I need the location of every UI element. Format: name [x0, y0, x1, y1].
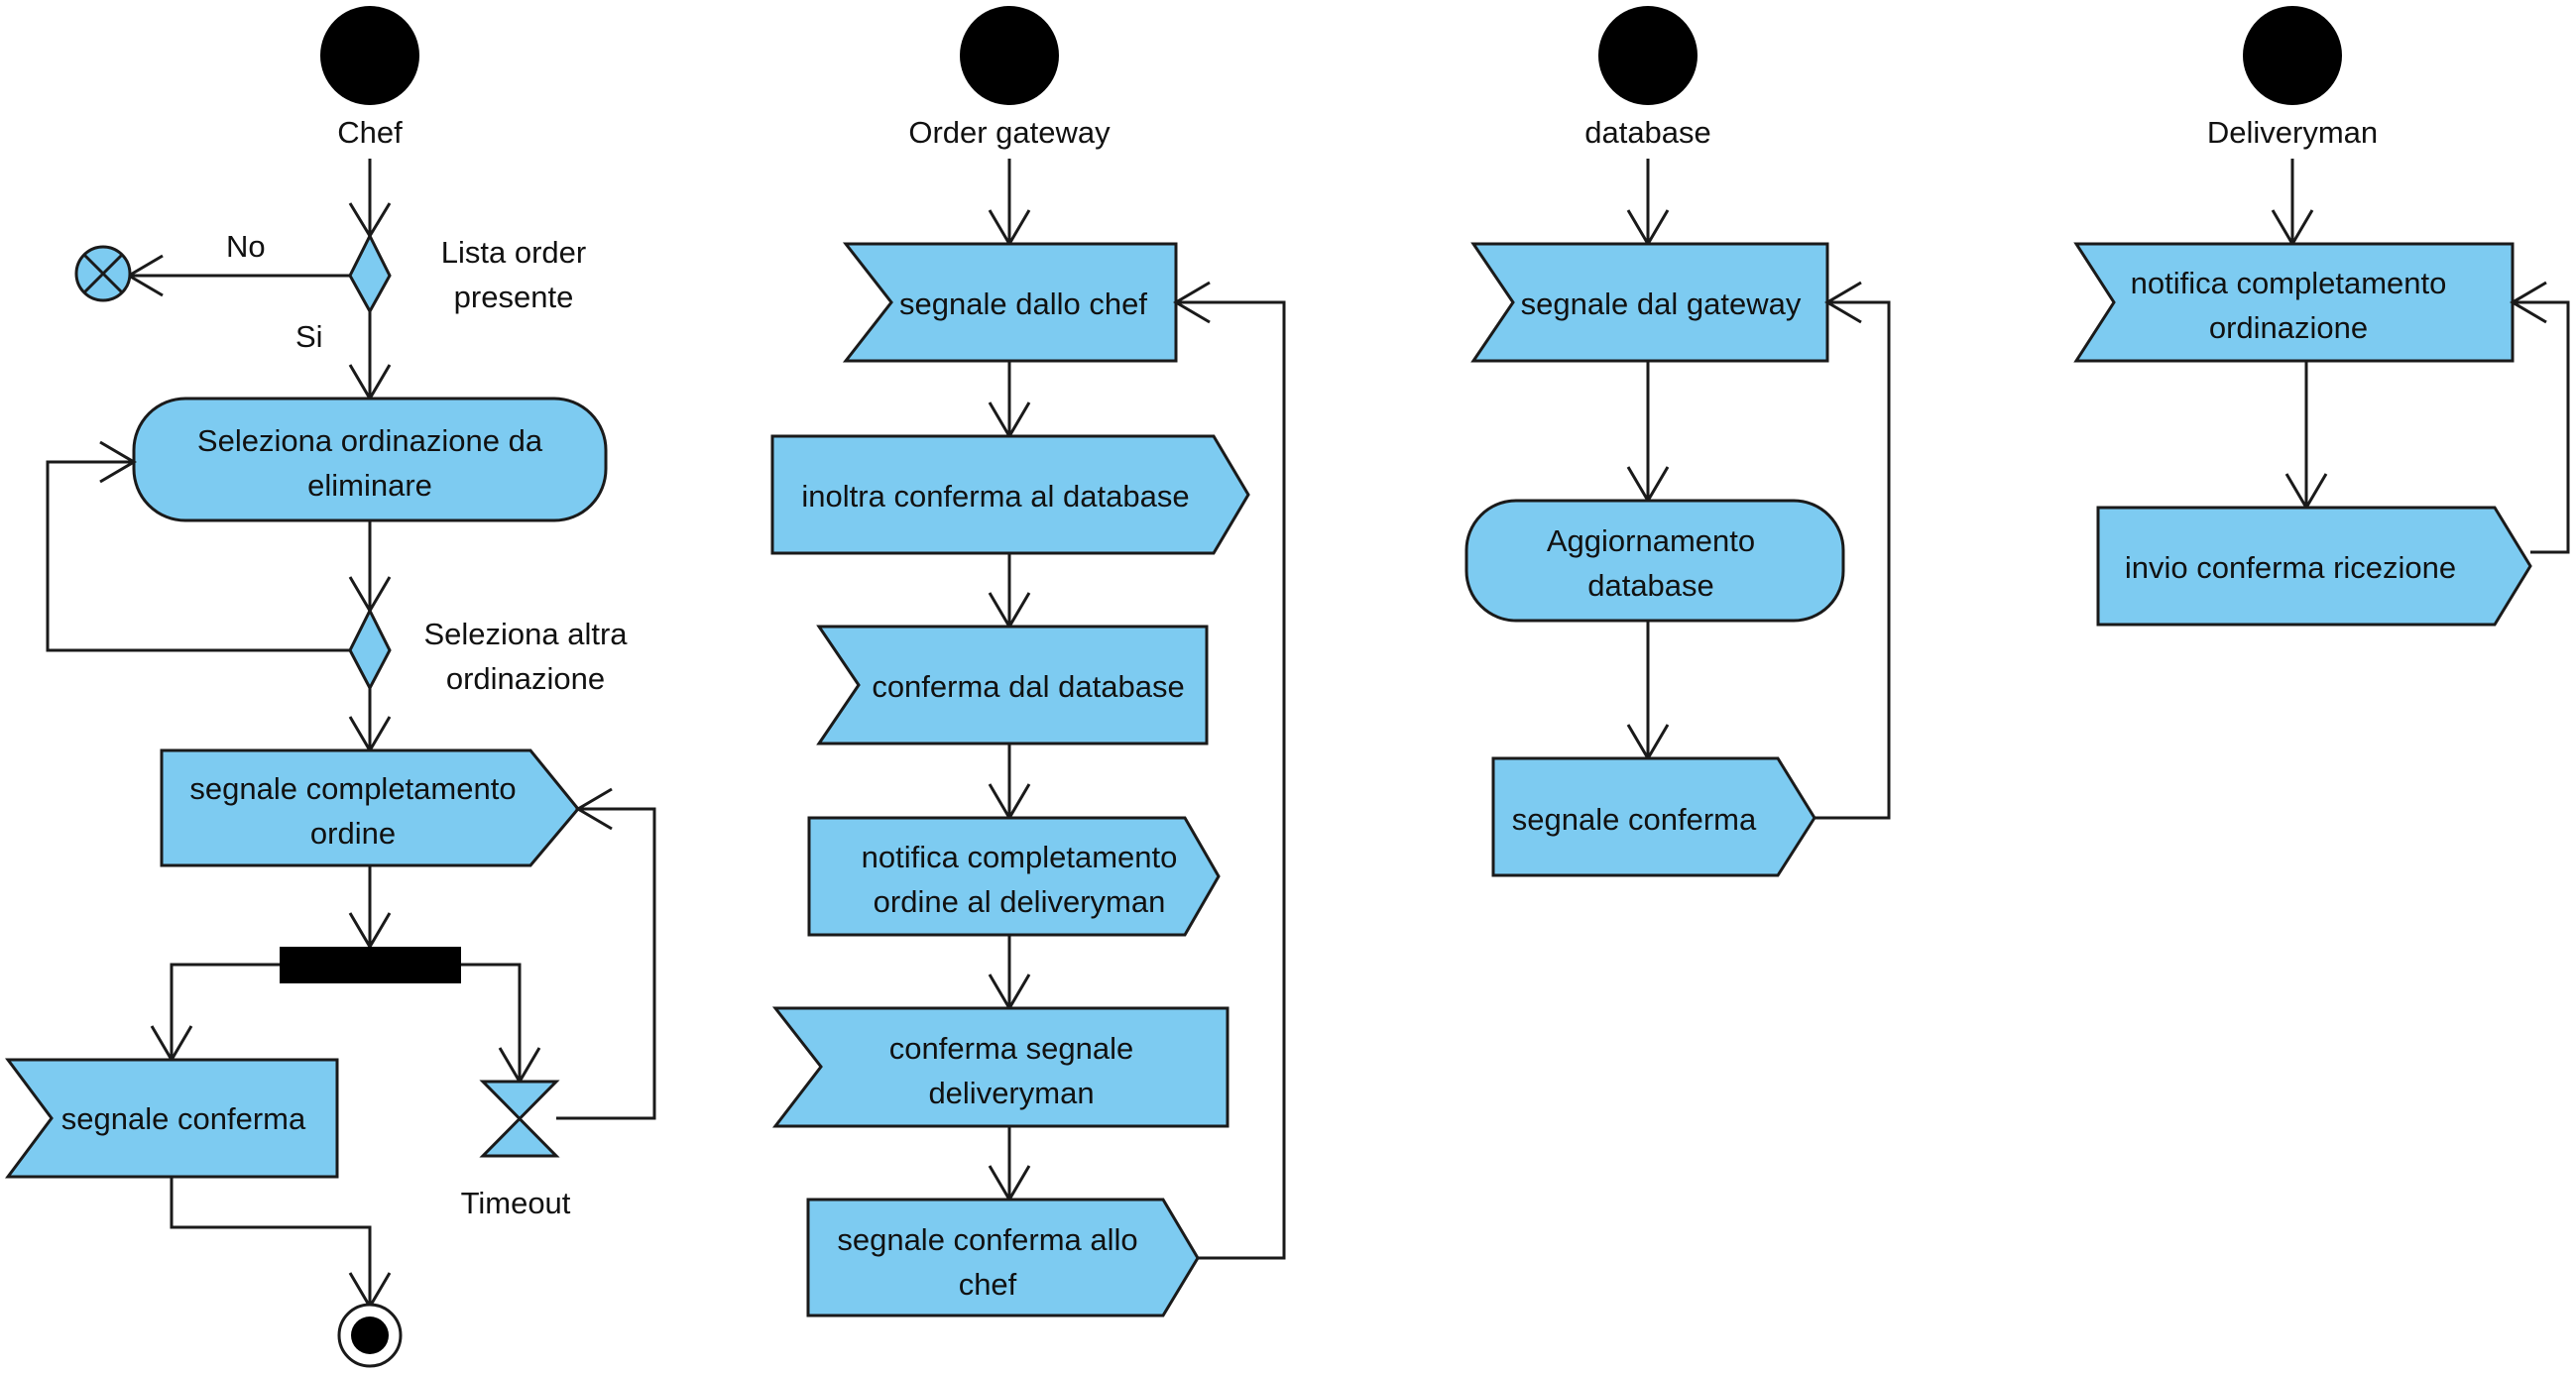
gateway-send-confirm-line2: chef	[959, 1267, 1017, 1302]
gateway-signal-delivery-confirm	[771, 1006, 1229, 1128]
gateway-send-notify-delivery	[807, 816, 1221, 937]
deliveryman-signal-notify-line2: ordinazione	[2209, 310, 2368, 345]
database-flow-loop	[1815, 300, 1891, 820]
chef-loop-guard-line1: Seleziona altra	[423, 617, 628, 651]
lane-database: database segnale dal gateway Aggiornamen…	[1464, 6, 1891, 877]
lane-chef: Chef Lista order presente No Si Selezion…	[5, 6, 656, 1368]
chef-arrow-timeout-loop	[575, 787, 613, 831]
chef-decision-order-present	[348, 232, 392, 315]
gateway-signal-delivery-line1: conferma segnale	[889, 1031, 1133, 1066]
chef-lane-title: Chef	[337, 115, 403, 150]
gateway-send-confirm-line1: segnale conferma allo	[837, 1222, 1137, 1257]
database-send-confirm	[1491, 756, 1816, 877]
gateway-signal-db-confirm-label: conferma dal database	[872, 669, 1184, 704]
gateway-send-forward-confirm	[770, 434, 1250, 555]
database-signal-from-gateway-label: segnale dal gateway	[1521, 286, 1802, 321]
chef-fork-bar	[280, 947, 461, 983]
deliveryman-send-confirm	[2096, 506, 2532, 627]
chef-initial-node	[320, 6, 419, 105]
database-signal-from-gateway	[1470, 242, 1829, 363]
gateway-arrow-loop	[1173, 281, 1211, 324]
gateway-lane-title: Order gateway	[908, 115, 1111, 150]
deliveryman-signal-notify-line1: notifica completamento	[2131, 266, 2447, 300]
chef-timeout-label: Timeout	[461, 1186, 571, 1220]
gateway-flow-loop	[1176, 300, 1286, 1260]
deliveryman-initial-node	[2243, 6, 2342, 105]
gateway-send-notify-line1: notifica completamento	[862, 840, 1178, 874]
database-lane-title: database	[1584, 115, 1711, 150]
gateway-signal-delivery-line2: deliveryman	[928, 1076, 1094, 1110]
chef-signal-confirm-label: segnale conferma	[61, 1101, 306, 1136]
chef-action-select-line1: Seleziona ordinazione da	[197, 423, 543, 458]
lane-deliveryman: Deliveryman notifica completamento ordin…	[2073, 6, 2570, 627]
gateway-send-confirm-to-chef	[806, 1198, 1200, 1317]
database-action-update-line2: database	[1587, 568, 1714, 603]
deliveryman-arrow-loop	[2510, 281, 2547, 324]
deliveryman-flow-loop	[2513, 300, 2570, 554]
chef-label-no: No	[226, 229, 266, 264]
chef-flow-final	[170, 1177, 372, 1307]
chef-flow-timeout-loop	[556, 807, 656, 1120]
chef-activity-final-node	[337, 1303, 403, 1368]
database-initial-node	[1598, 6, 1698, 105]
gateway-signal-from-chef-label: segnale dallo chef	[899, 286, 1147, 321]
chef-loop-guard-line2: ordinazione	[446, 661, 605, 696]
chef-signal-complete-line2: ordine	[310, 816, 396, 851]
chef-signal-complete-order	[160, 748, 580, 867]
chef-decision-question-line1: Lista order	[441, 235, 586, 270]
database-send-confirm-label: segnale conferma	[1512, 802, 1757, 837]
deliveryman-signal-notify	[2073, 242, 2515, 363]
database-arrow-loop	[1824, 281, 1862, 324]
chef-label-yes: Si	[295, 319, 323, 354]
deliveryman-lane-title: Deliveryman	[2207, 115, 2378, 150]
chef-decision-question-line2: presente	[454, 280, 574, 314]
chef-signal-complete-line1: segnale completamento	[189, 771, 516, 806]
chef-action-select-line2: eliminare	[307, 468, 432, 503]
gateway-send-forward-confirm-label: inoltra conferma al database	[801, 479, 1189, 514]
gateway-send-notify-line2: ordine al deliveryman	[874, 884, 1166, 919]
chef-arrow-loop	[99, 440, 137, 484]
chef-flow-loop	[46, 460, 350, 652]
gateway-initial-node	[960, 6, 1059, 105]
chef-flow-final-node	[74, 245, 132, 302]
database-action-update-line1: Aggiornamento	[1547, 523, 1755, 558]
chef-flow-fork-left	[170, 963, 280, 1060]
chef-flow-fork-right	[461, 963, 522, 1082]
gateway-signal-db-confirm	[816, 625, 1209, 745]
deliveryman-send-confirm-label: invio conferma ricezione	[2125, 550, 2456, 585]
database-action-update	[1464, 499, 1845, 623]
lane-order-gateway: Order gateway segnale dallo chef inoltra…	[770, 6, 1286, 1317]
chef-timeout-hourglass-icon	[479, 1080, 560, 1158]
chef-decision-loop	[348, 607, 392, 692]
